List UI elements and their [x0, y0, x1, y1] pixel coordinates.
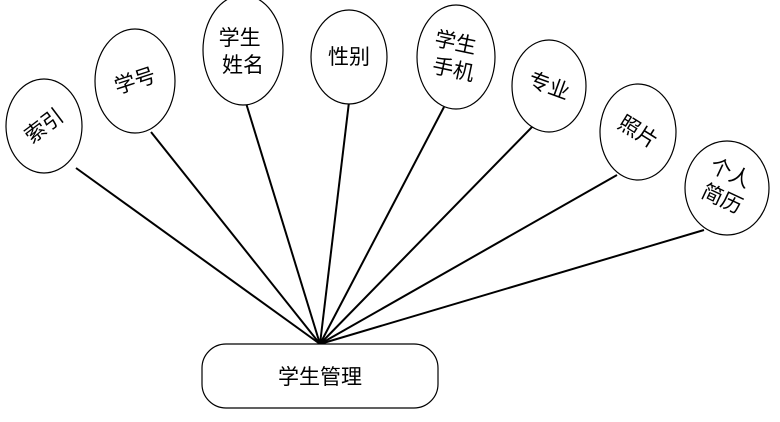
attribute-node-student-phone: 学生 手机	[416, 4, 496, 110]
attribute-ellipse-student-name	[202, 0, 284, 106]
connector-line-3	[319, 101, 350, 345]
attribute-ellipse-major	[511, 39, 587, 133]
attribute-ellipse-photo	[599, 83, 677, 181]
entity-box	[201, 343, 439, 409]
connector-line-4	[319, 106, 445, 345]
connector-line-7	[319, 229, 705, 345]
connector-lines	[75, 101, 705, 345]
attribute-group: 索引 学号 学生 姓名 性别 学生 手机	[5, 0, 770, 236]
connector-line-6	[319, 174, 618, 345]
entity-label: 学生管理	[278, 365, 362, 389]
connector-line-2	[245, 102, 321, 345]
connector-line-0	[75, 167, 321, 345]
attribute-label-gender: 性别	[328, 45, 370, 69]
attribute-node-student-id: 学号	[94, 28, 176, 134]
attribute-node-resume: 个人 简历	[684, 140, 770, 236]
attribute-ellipse-index	[5, 78, 83, 174]
attribute-ellipse-resume	[684, 140, 770, 236]
attribute-label-student-name: 学生 姓名	[219, 26, 268, 77]
connector-line-1	[150, 131, 321, 345]
attribute-ellipse-gender	[310, 9, 388, 105]
attribute-ellipse-student-id	[94, 28, 176, 134]
attribute-node-gender: 性别	[310, 9, 388, 105]
connector-line-5	[319, 125, 534, 345]
attribute-node-index: 索引	[5, 78, 83, 174]
attribute-label-resume: 个人 简历	[695, 153, 761, 220]
entity-node: 学生管理	[201, 343, 439, 409]
attribute-node-student-name: 学生 姓名	[202, 0, 284, 106]
attribute-ellipse-student-phone	[416, 4, 496, 110]
attribute-node-photo: 照片	[599, 83, 677, 181]
attribute-node-major: 专业	[511, 39, 587, 133]
